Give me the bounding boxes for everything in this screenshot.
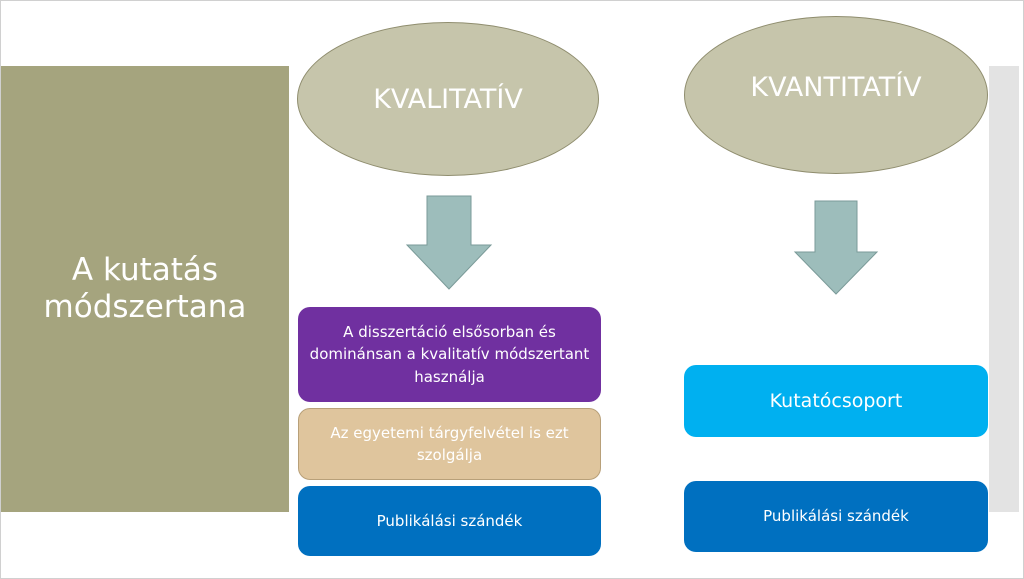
kvantitativ-box-1: Kutatócsoport bbox=[684, 365, 988, 437]
slide-title: A kutatás módszertana bbox=[1, 66, 289, 512]
kvantitativ-box-2: Publikálási szándék bbox=[684, 481, 988, 552]
kvalitativ-box-3: Publikálási szándék bbox=[298, 486, 601, 556]
kvalitativ-ellipse: KVALITATÍV bbox=[297, 22, 599, 176]
kvantitativ-ellipse: KVANTITATÍV bbox=[684, 16, 988, 174]
kvalitativ-box-2: Az egyetemi tárgyfelvétel is ezt szolgál… bbox=[298, 408, 601, 480]
down-arrow-icon bbox=[793, 200, 879, 295]
kvalitativ-box-1: A disszertáció elsősorban és dominánsan … bbox=[298, 307, 601, 402]
decorative-band bbox=[989, 66, 1019, 512]
down-arrow-icon bbox=[405, 195, 493, 290]
